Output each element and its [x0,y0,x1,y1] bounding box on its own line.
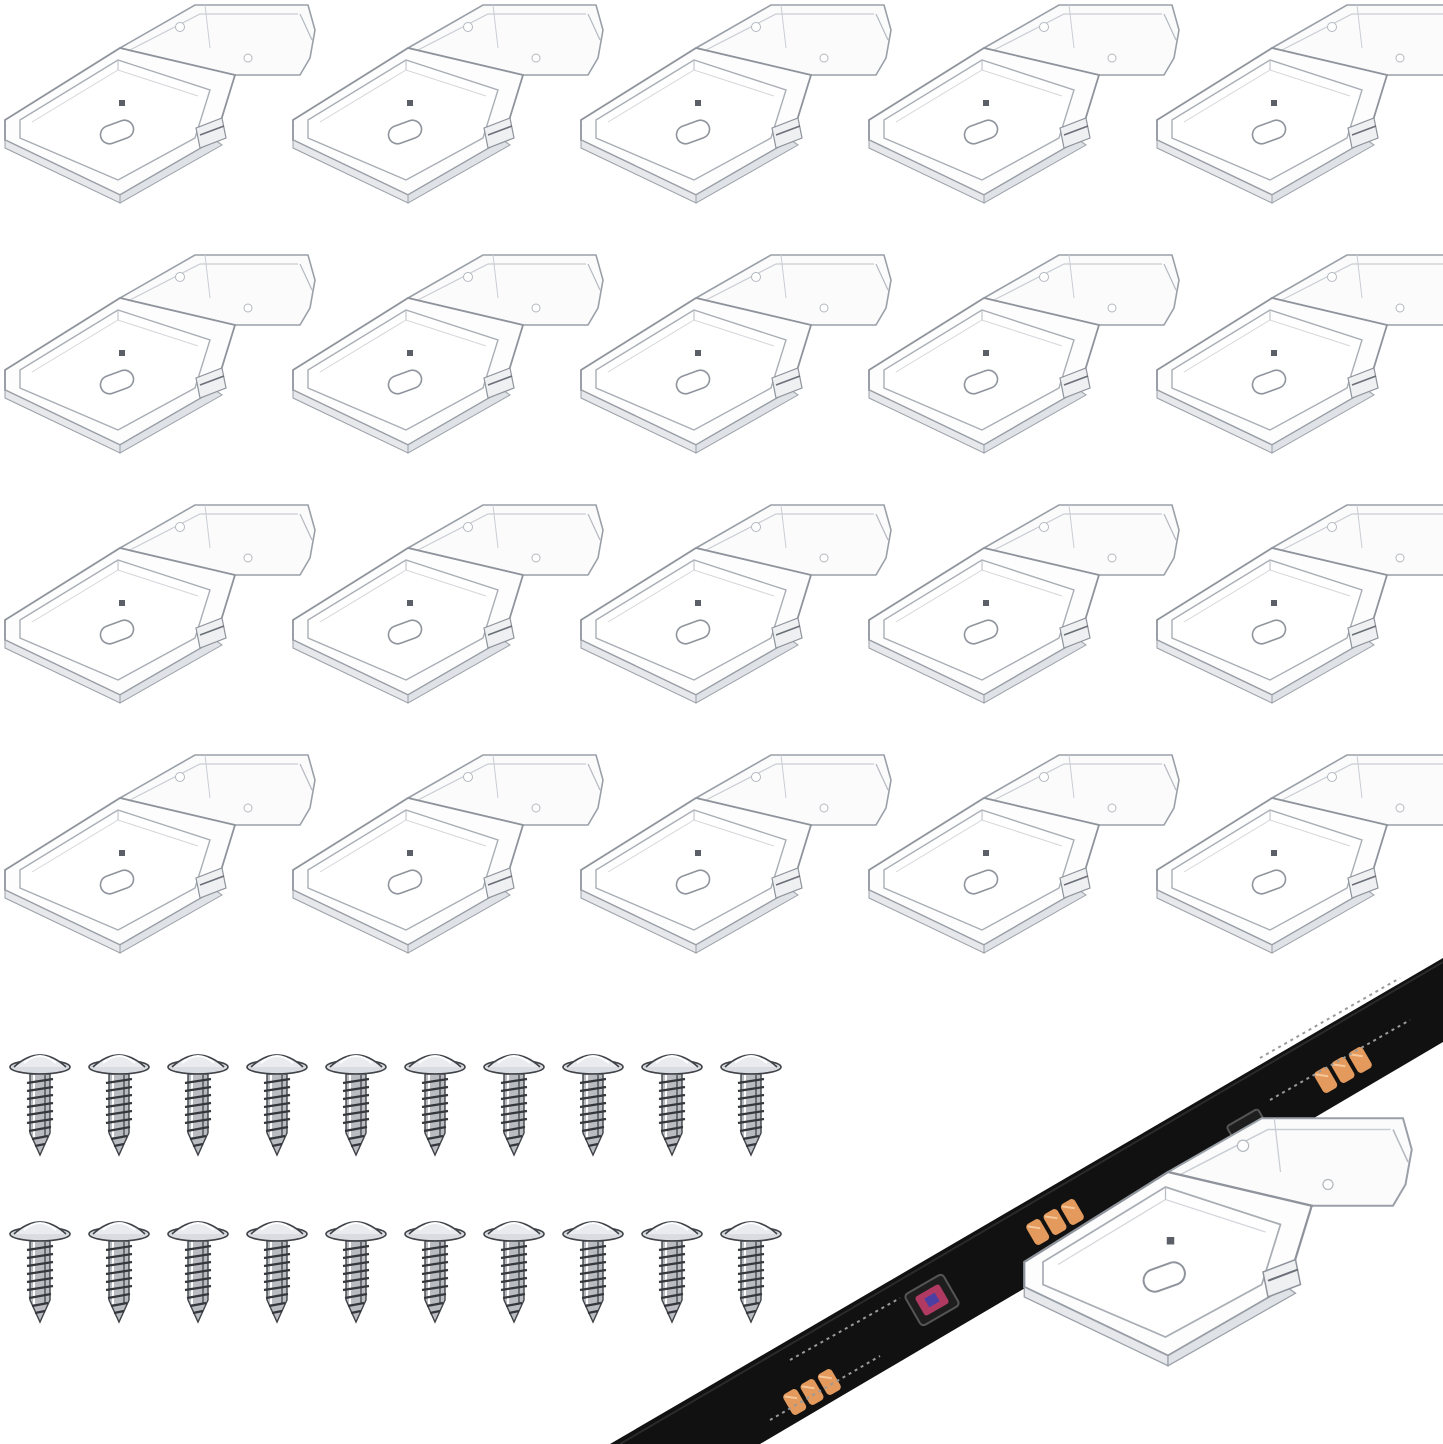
screw-icon [640,1220,704,1324]
mounting-clip-icon [4,754,316,954]
mounting-clip-icon [868,754,1180,954]
mounting-clip-icon [1156,754,1443,954]
screw-icon [166,1053,230,1157]
screw-icon [324,1053,388,1157]
screw-icon [166,1220,230,1324]
rgb-led-icon [904,1273,960,1327]
mounting-clip-icon [580,4,892,204]
mounting-clip-icon [292,504,604,704]
screw-icon [640,1053,704,1157]
screw-icon [324,1220,388,1324]
screw-icon [719,1220,783,1324]
screw-icon [8,1053,72,1157]
mounting-clip-icon [4,4,316,204]
mounting-clip-icon [580,254,892,454]
mounting-clip-icon [1156,254,1443,454]
screw-icon [245,1220,309,1324]
mounting-clip-icon [1156,4,1443,204]
mounting-clip-icon [292,754,604,954]
mounting-clip-icon [292,254,604,454]
mounting-clip-icon [580,504,892,704]
led-strip-icon [610,958,1443,1444]
mounting-clip-icon [868,254,1180,454]
mounting-clip-icon [1156,504,1443,704]
screw-icon [403,1053,467,1157]
mounting-clip-icon [868,504,1180,704]
screw-icon [245,1053,309,1157]
screw-icon [87,1220,151,1324]
screw-icon [8,1220,72,1324]
mounting-clip-icon [4,504,316,704]
screw-grid [8,1053,783,1324]
screw-icon [561,1053,625,1157]
mounting-clip-icon [4,254,316,454]
screw-icon [719,1053,783,1157]
mounting-clip-icon [580,754,892,954]
screw-icon [482,1053,546,1157]
screw-icon [403,1220,467,1324]
mounting-clip-icon [868,4,1180,204]
installed-clip-icon [1023,1117,1413,1367]
screw-icon [561,1220,625,1324]
screw-icon [87,1053,151,1157]
mounting-clip-icon [292,4,604,204]
clip-grid [4,4,1443,954]
screw-icon [482,1220,546,1324]
